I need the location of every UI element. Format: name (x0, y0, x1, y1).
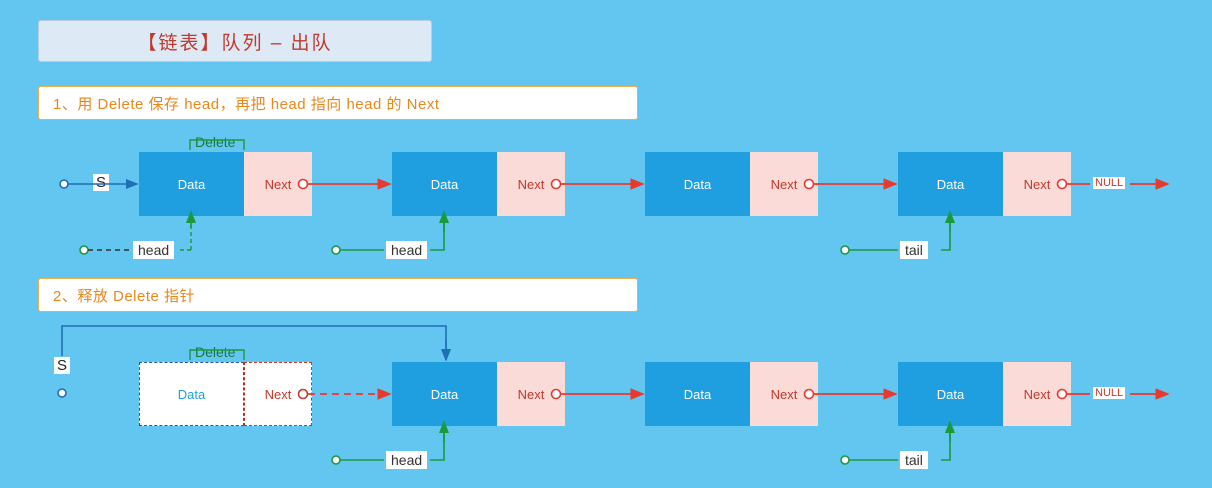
row1-tail-elbow (941, 222, 951, 251)
row2-node-4: Data Next (898, 362, 1071, 426)
row1-node-1-data: Data (139, 152, 244, 216)
row2-head-label: head (386, 451, 428, 469)
row2-node-1-freed: Data Next (139, 362, 312, 426)
row1-delete-label: Delete (195, 134, 236, 150)
row2-head-elbow (430, 432, 445, 461)
row2-node-2: Data Next (392, 362, 565, 426)
row1-s-anchor-dot (59, 179, 69, 189)
row2-node-3-next: Next (750, 362, 818, 426)
row2-s-anchor-dot (57, 388, 67, 398)
row1-node-3-next: Next (750, 152, 818, 216)
row2-node-2-data: Data (392, 362, 497, 426)
row2-s-route (61, 325, 447, 356)
row1-head-old-dot (79, 245, 89, 255)
row2-tail-elbow (941, 432, 951, 461)
row2-tail-label: tail (900, 451, 928, 469)
row1-head-new-elbow (430, 222, 445, 251)
row1-node-2-data: Data (392, 152, 497, 216)
row2-node-1-data: Data (139, 362, 244, 426)
row2-node-4-data: Data (898, 362, 1003, 426)
page-title-text: 【链表】队列 – 出队 (137, 32, 333, 54)
row2-null-label: NULL (1093, 387, 1126, 399)
row1-null-label: NULL (1093, 177, 1126, 189)
row2-node-4-next: Next (1003, 362, 1071, 426)
row1-head-old-label: head (133, 241, 175, 259)
page-title: 【链表】队列 – 出队 (38, 20, 432, 62)
row1-node-2: Data Next (392, 152, 565, 216)
row2-tail-dot (840, 455, 850, 465)
row1-node-3: Data Next (645, 152, 818, 216)
step-2-text: 2、释放 Delete 指针 (53, 287, 196, 305)
row2-s-label: S (54, 357, 71, 374)
row1-node-4-next: Next (1003, 152, 1071, 216)
row1-node-1: Data Next (139, 152, 312, 216)
row1-node-1-next: Next (244, 152, 312, 216)
row1-node-2-next: Next (497, 152, 565, 216)
row1-tail-dot (840, 245, 850, 255)
step-banner-1: 1、用 Delete 保存 head，再把 head 指向 head 的 Nex… (38, 86, 638, 120)
row2-head-dot (331, 455, 341, 465)
row2-node-3: Data Next (645, 362, 818, 426)
row2-node-3-data: Data (645, 362, 750, 426)
step-1-text: 1、用 Delete 保存 head，再把 head 指向 head 的 Nex… (53, 95, 440, 113)
row1-s-label: S (93, 174, 110, 191)
row1-head-new-label: head (386, 241, 428, 259)
step-banner-2: 2、释放 Delete 指针 (38, 278, 638, 312)
row1-node-4: Data Next (898, 152, 1071, 216)
row2-node-2-next: Next (497, 362, 565, 426)
row2-delete-label: Delete (195, 344, 236, 360)
row1-node-4-data: Data (898, 152, 1003, 216)
row2-node-1-next: Next (244, 362, 312, 426)
row1-tail-label: tail (900, 241, 928, 259)
row1-head-new-dot (331, 245, 341, 255)
row1-node-3-data: Data (645, 152, 750, 216)
